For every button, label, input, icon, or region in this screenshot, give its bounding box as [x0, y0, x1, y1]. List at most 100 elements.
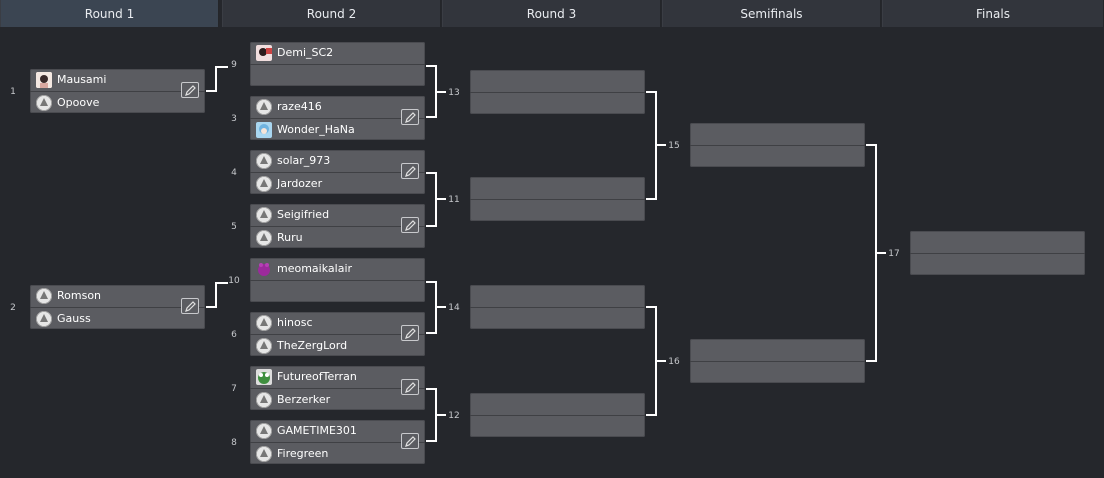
race-icon [256, 230, 272, 246]
divider [690, 361, 865, 362]
divider [250, 64, 425, 65]
match-number: 15 [668, 141, 680, 151]
player-name: Firegreen [277, 447, 329, 460]
divider [470, 199, 645, 200]
player-avatar [36, 72, 52, 88]
divider [910, 253, 1085, 254]
match-number: 2 [10, 303, 16, 313]
match-number: 16 [668, 357, 680, 367]
race-icon [256, 392, 272, 408]
edit-icon[interactable] [181, 82, 199, 98]
player-slot[interactable]: Mausami [30, 69, 205, 91]
player-slot[interactable]: Ruru [250, 227, 425, 249]
race-icon [256, 315, 272, 331]
match-15[interactable] [690, 123, 865, 167]
match-17[interactable] [910, 231, 1085, 275]
player-name: TheZergLord [277, 339, 348, 352]
player-slot[interactable]: GAMETIME301 [250, 420, 425, 442]
player-name: raze416 [277, 100, 322, 113]
match-number: 12 [448, 411, 460, 421]
player-slot[interactable]: Romson [30, 285, 205, 307]
player-name: Opoove [57, 96, 100, 109]
divider [250, 388, 425, 389]
match-8[interactable]: GAMETIME301 Firegreen [250, 420, 425, 464]
player-slot[interactable]: Berzerker [250, 389, 425, 411]
player-name: Romson [57, 289, 102, 302]
player-name: Gauss [57, 312, 91, 325]
player-name: hinosc [277, 316, 313, 329]
divider [250, 226, 425, 227]
match-number: 7 [231, 384, 237, 394]
edit-icon[interactable] [401, 379, 419, 395]
player-name: meomaikalair [277, 262, 353, 275]
player-slot[interactable]: Wonder_HaNa [250, 119, 425, 141]
divider [250, 442, 425, 443]
player-slot[interactable]: Jardozer [250, 173, 425, 195]
player-slot[interactable] [250, 281, 425, 303]
match-10[interactable]: meomaikalair [250, 258, 425, 302]
player-slot[interactable] [250, 65, 425, 87]
match-9[interactable]: Demi_SC2 [250, 42, 425, 86]
tab-semifinals[interactable]: Semifinals [662, 0, 881, 27]
race-icon [36, 311, 52, 327]
player-slot[interactable]: Gauss [30, 308, 205, 330]
player-slot[interactable]: TheZergLord [250, 335, 425, 357]
player-slot[interactable]: Firegreen [250, 443, 425, 465]
match-number: 9 [231, 60, 237, 70]
edit-icon[interactable] [401, 433, 419, 449]
player-slot[interactable]: hinosc [250, 312, 425, 334]
race-icon [36, 95, 52, 111]
match-5[interactable]: Seigifried Ruru [250, 204, 425, 248]
player-name: Berzerker [277, 393, 331, 406]
edit-icon[interactable] [401, 163, 419, 179]
edit-icon[interactable] [401, 217, 419, 233]
match-3[interactable]: raze416 Wonder_HaNa [250, 96, 425, 140]
player-slot[interactable]: solar_973 [250, 150, 425, 172]
divider [690, 145, 865, 146]
divider [470, 307, 645, 308]
player-name: Seigifried [277, 208, 330, 221]
edit-icon[interactable] [181, 298, 199, 314]
match-number: 11 [448, 195, 460, 205]
player-name: Mausami [57, 73, 107, 86]
race-icon [256, 446, 272, 462]
player-slot[interactable]: raze416 [250, 96, 425, 118]
player-name: solar_973 [277, 154, 331, 167]
match-1[interactable]: Mausami Opoove [30, 69, 205, 113]
match-number: 17 [888, 249, 900, 259]
player-slot[interactable]: Seigifried [250, 204, 425, 226]
divider [470, 92, 645, 93]
race-icon [256, 338, 272, 354]
tab-round-3[interactable]: Round 3 [442, 0, 661, 27]
edit-icon[interactable] [401, 325, 419, 341]
edit-icon[interactable] [401, 109, 419, 125]
divider [30, 307, 205, 308]
player-avatar [256, 261, 272, 277]
match-16[interactable] [690, 339, 865, 383]
player-slot[interactable]: Demi_SC2 [250, 42, 425, 64]
match-13[interactable] [470, 70, 645, 114]
race-icon [256, 423, 272, 439]
player-name: FutureofTerran [277, 370, 357, 383]
match-14[interactable] [470, 285, 645, 329]
match-number: 8 [231, 438, 237, 448]
match-number: 5 [231, 222, 237, 232]
match-12[interactable] [470, 393, 645, 437]
race-icon [256, 99, 272, 115]
player-slot[interactable]: FutureofTerran [250, 366, 425, 388]
player-name: Demi_SC2 [277, 46, 334, 59]
match-number: 3 [231, 114, 237, 124]
divider [250, 118, 425, 119]
tab-round-2[interactable]: Round 2 [222, 0, 441, 27]
player-slot[interactable]: meomaikalair [250, 258, 425, 280]
player-slot[interactable]: Opoove [30, 92, 205, 114]
tab-round-1[interactable]: Round 1 [0, 0, 219, 27]
match-4[interactable]: solar_973 Jardozer [250, 150, 425, 194]
match-number: 13 [448, 88, 460, 98]
race-icon [256, 153, 272, 169]
match-6[interactable]: hinosc TheZergLord [250, 312, 425, 356]
match-11[interactable] [470, 177, 645, 221]
match-7[interactable]: FutureofTerran Berzerker [250, 366, 425, 410]
match-2[interactable]: Romson Gauss [30, 285, 205, 329]
